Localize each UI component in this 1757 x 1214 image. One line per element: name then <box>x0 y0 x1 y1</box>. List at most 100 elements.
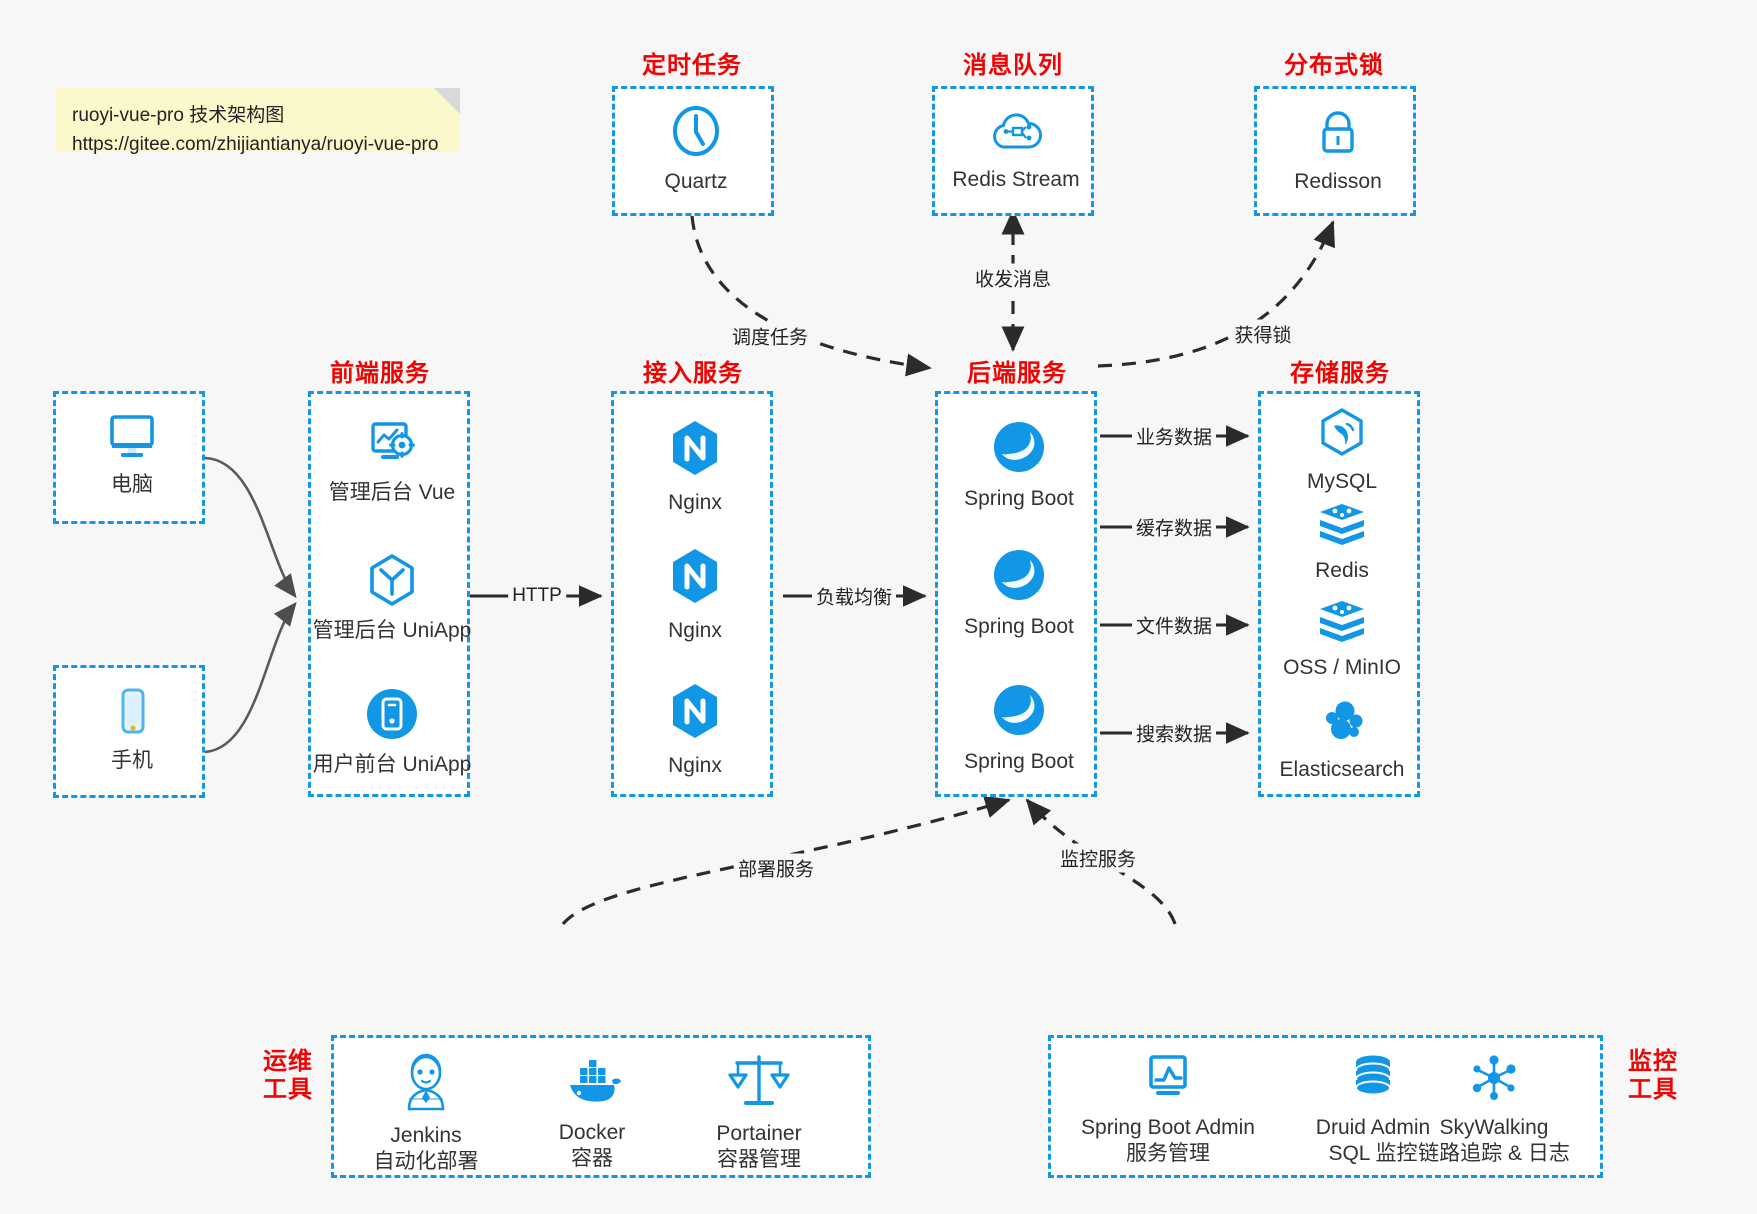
node-redis[interactable]: Redis <box>1262 500 1422 584</box>
node-nginx-1[interactable]: Nginx <box>615 418 775 516</box>
node-label-redis: Redis <box>1315 559 1369 582</box>
node-spring-boot-2[interactable]: Spring Boot <box>939 546 1099 640</box>
node-label-mysql: MySQL <box>1306 470 1377 493</box>
mysql-dolphin-icon <box>1315 407 1369 464</box>
node-skywalking[interactable]: SkyWalking 链路追踪 & 日志 <box>1389 1053 1599 1166</box>
node-admin-uniapp[interactable]: 管理后台 UniApp <box>312 552 472 644</box>
mobile-circle-icon <box>363 686 421 747</box>
group-title-backend: 后端服务 <box>967 360 1067 387</box>
skywalking-icon <box>1465 1053 1523 1110</box>
node-label-quartz: Quartz <box>664 170 728 193</box>
group-box-gateway[interactable]: Nginx Nginx Nginx <box>611 391 773 797</box>
node-sublabel-druid-admin: SQL 监控 <box>1328 1141 1418 1165</box>
note-fold-corner <box>434 88 460 114</box>
node-label-admin-vue: 管理后台 Vue <box>328 481 456 504</box>
node-label-mobile: 手机 <box>111 749 153 772</box>
group-title-monitor-line1: 监控 <box>1628 1048 1678 1075</box>
node-nginx-3[interactable]: Nginx <box>615 681 775 779</box>
node-label-nginx-1: Nginx <box>668 491 722 514</box>
group-box-scheduler[interactable]: Quartz <box>612 86 774 216</box>
edge-label-cache-data: 缓存数据 <box>1131 512 1217 542</box>
group-title-scheduler: 定时任务 <box>642 52 742 79</box>
node-label-spring-boot-admin: Spring Boot Admin <box>1081 1116 1255 1139</box>
node-admin-vue[interactable]: 管理后台 Vue <box>312 418 472 506</box>
group-box-storage[interactable]: MySQL Redis <box>1258 391 1420 797</box>
node-label-spring-boot-3: Spring Boot <box>964 750 1074 773</box>
group-title-gateway: 接入服务 <box>643 360 743 387</box>
node-oss-minio[interactable]: OSS / MinIO <box>1262 597 1422 681</box>
monitor-chart-icon <box>1139 1053 1197 1110</box>
redis-stack-icon <box>1315 597 1369 650</box>
node-label-redisson: Redisson <box>1294 170 1382 193</box>
elasticsearch-icon <box>1315 697 1369 752</box>
edge-label-file-data: 文件数据 <box>1131 610 1217 640</box>
node-redisson[interactable]: Redisson <box>1258 105 1418 195</box>
edge-label-schedule: 调度任务 <box>727 321 813 351</box>
group-title-monitor: 监控 工具 <box>1620 1048 1686 1105</box>
node-jenkins[interactable]: Jenkins 自动化部署 <box>346 1051 506 1174</box>
node-druid-admin[interactable]: Druid Admin SQL 监控 <box>1283 1053 1463 1166</box>
node-portainer[interactable]: Portainer 容器管理 <box>679 1051 839 1172</box>
group-box-lock[interactable]: Redisson <box>1254 86 1416 216</box>
group-box-mq[interactable]: Redis Stream <box>932 86 1094 216</box>
sticky-note: ruoyi-vue-pro 技术架构图 https://gitee.com/zh… <box>56 88 460 155</box>
node-mysql[interactable]: MySQL <box>1262 407 1422 495</box>
padlock-icon <box>1310 105 1366 164</box>
node-label-redis-stream: Redis Stream <box>952 168 1080 191</box>
node-quartz[interactable]: Quartz <box>616 103 776 195</box>
group-title-frontend: 前端服务 <box>330 360 430 387</box>
node-elasticsearch[interactable]: Elasticsearch <box>1262 697 1422 783</box>
group-box-pc[interactable]: 电脑 <box>53 391 205 524</box>
scales-icon <box>728 1051 790 1116</box>
edge-mobile-to-frontend <box>204 601 297 754</box>
group-box-mobile[interactable]: 手机 <box>53 665 205 798</box>
node-sublabel-spring-boot-admin: 服务管理 <box>1126 1141 1210 1165</box>
node-spring-boot-3[interactable]: Spring Boot <box>939 681 1099 775</box>
spring-boot-icon <box>990 681 1048 744</box>
edge-label-monitor: 监控服务 <box>1055 843 1141 873</box>
group-box-frontend[interactable]: 管理后台 Vue 管理后台 UniApp 用户前台 UniApp <box>308 391 472 797</box>
edge-label-load-balance: 负载均衡 <box>811 581 897 611</box>
nginx-icon <box>666 418 724 485</box>
node-spring-boot-1[interactable]: Spring Boot <box>939 418 1099 512</box>
node-sublabel-jenkins: 自动化部署 <box>373 1149 479 1173</box>
node-label-druid-admin: Druid Admin <box>1315 1116 1431 1139</box>
clock-icon <box>668 103 724 164</box>
edge-label-http: HTTP <box>508 584 566 608</box>
jenkins-butler-icon <box>396 1051 456 1118</box>
node-label-jenkins: Jenkins <box>390 1124 462 1147</box>
node-sublabel-docker: 容器 <box>571 1146 613 1170</box>
group-title-devops-line2: 工具 <box>263 1076 313 1104</box>
edge-label-search-data: 搜索数据 <box>1131 718 1217 748</box>
node-pc[interactable]: 电脑 <box>52 410 212 498</box>
group-box-devops[interactable]: Jenkins 自动化部署 <box>331 1035 871 1178</box>
node-user-uniapp[interactable]: 用户前台 UniApp <box>312 686 472 778</box>
mobile-icon <box>101 686 163 743</box>
node-spring-boot-admin[interactable]: Spring Boot Admin 服务管理 <box>1053 1053 1283 1166</box>
node-docker[interactable]: Docker 容器 <box>512 1058 672 1171</box>
node-sublabel-portainer: 容器管理 <box>717 1147 801 1171</box>
node-label-spring-boot-1: Spring Boot <box>964 487 1074 510</box>
node-nginx-2[interactable]: Nginx <box>615 546 775 644</box>
node-mobile[interactable]: 手机 <box>52 686 212 774</box>
edge-label-get-lock: 获得锁 <box>1230 319 1296 349</box>
edge-label-biz-data: 业务数据 <box>1131 421 1217 451</box>
group-title-mq: 消息队列 <box>963 52 1063 79</box>
node-redis-stream[interactable]: Redis Stream <box>936 107 1096 193</box>
nginx-icon <box>666 681 724 748</box>
group-box-backend[interactable]: Spring Boot Spring Boot Spring Boot <box>935 391 1097 797</box>
cloud-stream-icon <box>988 107 1044 162</box>
node-label-nginx-2: Nginx <box>668 619 722 642</box>
database-icon <box>1346 1053 1400 1110</box>
spring-boot-icon <box>990 418 1048 481</box>
node-label-docker: Docker <box>558 1121 626 1144</box>
edge-get-lock <box>1097 220 1335 368</box>
edge-label-deploy: 部署服务 <box>733 853 819 883</box>
node-label-oss-minio: OSS / MinIO <box>1283 656 1401 679</box>
node-label-nginx-3: Nginx <box>668 754 722 777</box>
node-label-user-uniapp: 用户前台 UniApp <box>312 753 472 776</box>
group-title-devops: 运维 工具 <box>255 1048 321 1105</box>
group-title-storage: 存储服务 <box>1290 360 1390 387</box>
group-box-monitor[interactable]: Spring Boot Admin 服务管理 Druid Admin SQL 监… <box>1048 1035 1603 1178</box>
node-label-portainer: Portainer <box>716 1122 802 1145</box>
